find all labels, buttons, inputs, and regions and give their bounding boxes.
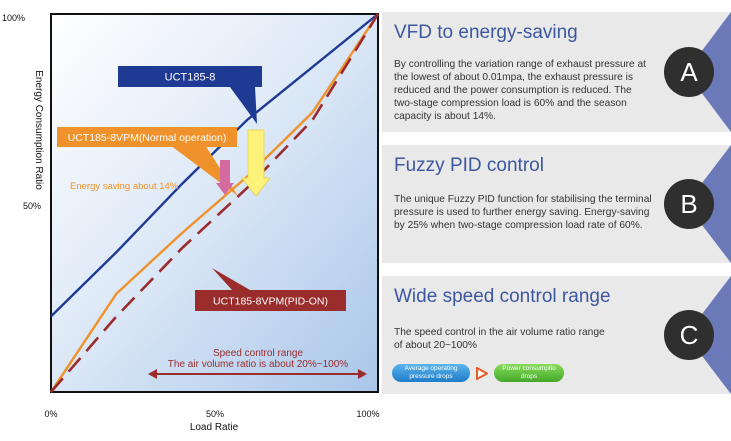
chart-svg: UCT185-8 UCT185-8VPM(Normal operation) E… [2,13,380,433]
y-tick-50: 50% [23,201,41,211]
energy-saving-label: Energy saving about 14% [70,181,179,192]
panel-a: VFD to energy-saving By controlling the … [382,12,731,132]
pink-down-arrow [216,160,234,195]
series-line-1 [50,13,379,318]
speed-range-sublabel: The air volume ratio is about 20%~100% [168,359,348,370]
yellow-down-arrow [241,129,271,197]
panel-a-title: VFD to energy-saving [394,22,578,43]
play-arrow-icon [476,367,488,380]
panel-b: Fuzzy PID control The unique Fuzzy PID f… [382,145,731,263]
panel-b-text: The unique Fuzzy PID function for stabil… [394,194,652,231]
speed-range-arrow [148,369,367,379]
panel-a-text: By controlling the variation range of ex… [394,59,647,122]
pid-callout-box [195,290,346,311]
panel-b-title: Fuzzy PID control [394,155,544,176]
uct-callout-pointer [230,87,257,124]
normal-callout-label: UCT185-8VPM(Normal operation) [68,132,227,144]
x-axis-label: Load Ratie [190,422,239,433]
normal-callout-box [57,127,237,147]
series-layer [50,13,380,393]
power-drops-pill: Power consumptio drops [494,364,564,382]
x-tick-0: 0% [44,409,57,419]
pressure-drops-pill: Average operating pressure drops [392,364,470,382]
panel-c: Wide speed control range The speed contr… [382,276,731,394]
series-line-2 [50,13,379,393]
x-tick-50: 50% [206,409,224,419]
panel-c-title: Wide speed control range [394,286,611,307]
uct-callout: UCT185-8 [118,66,262,124]
pid-callout-pointer [212,268,250,290]
pid-callout: UCT185-8VPM(PID-ON) [195,268,346,311]
panel-c-badge: C [664,310,714,360]
uct-callout-label: UCT185-8 [165,72,216,84]
panel-b-badge: B [664,179,714,229]
pid-callout-label: UCT185-8VPM(PID-ON) [213,296,328,308]
speed-range-label: Speed control range [213,348,304,359]
y-tick-100: 100% [2,13,25,23]
uct-callout-box [118,66,262,87]
x-tick-100: 100% [356,409,379,419]
series-line-3 [50,13,380,393]
y-axis-label: Energy Consumption Ratio [33,70,44,190]
panel-a-badge: A [664,47,714,97]
panel-c-text: The speed control in the air volume rati… [394,327,605,351]
